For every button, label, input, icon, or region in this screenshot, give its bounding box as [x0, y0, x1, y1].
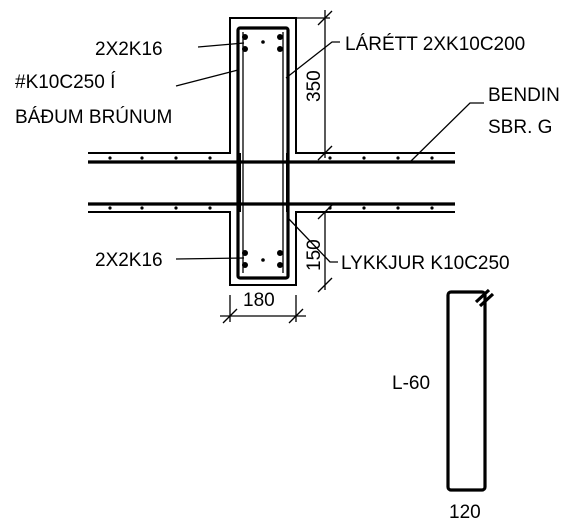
dimension-150 [317, 204, 333, 293]
slab-bar-dots [108, 156, 434, 210]
shape-length-label: L-60 [392, 373, 430, 394]
horizontal-bars-label: LÁRÉTT 2XK10C200 [345, 34, 525, 55]
stirrups-label: LYKKJUR K10C250 [341, 253, 510, 274]
wall-reinforcement [236, 26, 290, 280]
main-bar-dots [242, 34, 283, 268]
dimension-180 [220, 295, 306, 324]
leader-lines [175, 41, 484, 263]
stirrup-shape-detail [446, 288, 495, 492]
dimension-350-label: 350 [304, 70, 325, 102]
bending-label-line2: SBR. G [488, 117, 552, 138]
top-bars-label: 2X2K16 [95, 39, 163, 60]
mesh-label-line1: #K10C250 Í [15, 72, 116, 93]
bottom-bars-label: 2X2K16 [95, 250, 163, 271]
dimension-180-label: 180 [243, 290, 275, 311]
dimension-150-label: 150 [304, 239, 325, 271]
dimension-350 [296, 10, 333, 161]
mesh-label-line2: BÁÐUM BRÚNUM [15, 106, 172, 128]
bending-label-line1: BENDIN [488, 85, 560, 106]
shape-width-label: 120 [449, 502, 481, 523]
slab-reinforcement [88, 156, 455, 210]
